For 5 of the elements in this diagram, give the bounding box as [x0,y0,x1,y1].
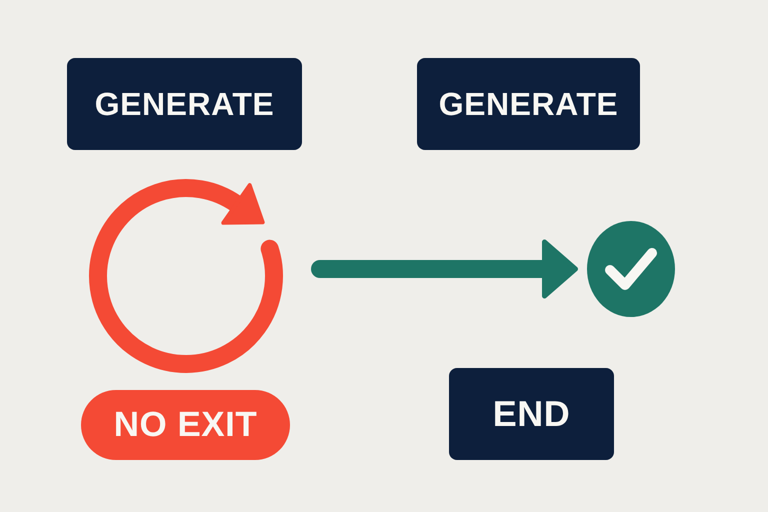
process-box: GENERATE [417,58,640,150]
terminal-box: END [449,368,614,460]
status-pill: NO EXIT [81,390,290,460]
process-box: GENERATE [67,58,302,150]
check-icon [587,221,675,317]
